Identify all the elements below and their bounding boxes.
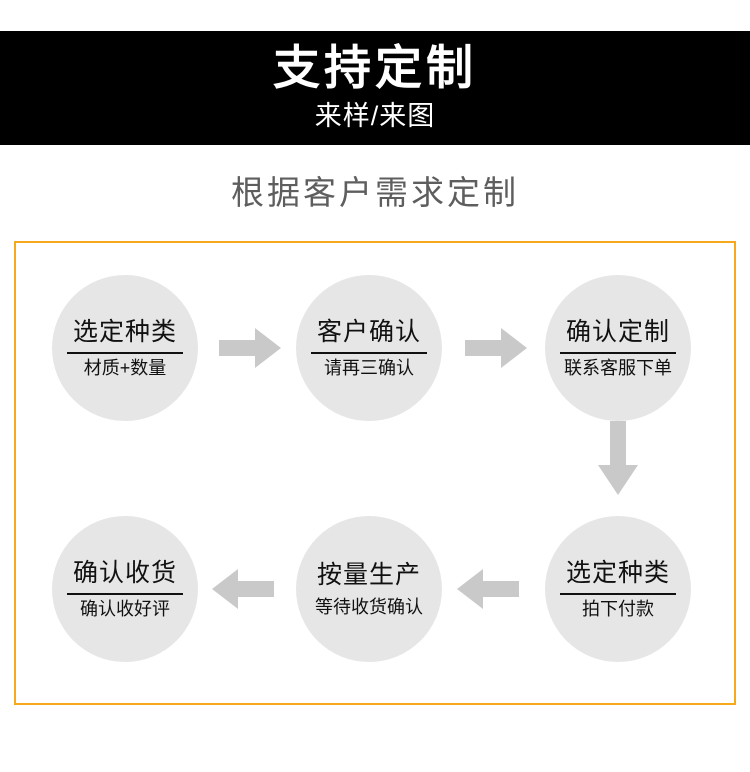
header-banner: 支持定制 来样/来图	[0, 31, 750, 145]
flow-node-title: 确认收货	[72, 558, 177, 587]
flow-node-confirm-receipt: 确认收货 确认收好评	[52, 516, 198, 662]
flow-node-subtitle: 材质+数量	[83, 357, 167, 378]
flow-node-title: 选定种类	[565, 558, 670, 587]
flow-node-subtitle: 确认收好评	[80, 598, 170, 619]
flow-node-subtitle: 联系客服下单	[564, 357, 672, 378]
flow-node-divider	[560, 351, 676, 354]
arrow-left-icon	[457, 567, 519, 611]
flow-node-title: 选定种类	[72, 317, 177, 346]
page-subtitle: 来样/来图	[314, 101, 436, 132]
flow-node-select-type-pay: 选定种类 拍下付款	[545, 516, 691, 662]
flow-node-divider	[67, 592, 183, 595]
flow-node-title: 客户确认	[316, 317, 421, 346]
arrow-left-icon	[212, 567, 274, 611]
arrow-right-icon	[465, 326, 527, 370]
flow-node-subtitle: 拍下付款	[582, 598, 654, 619]
flow-node-divider	[67, 351, 183, 354]
flow-node-select-type: 选定种类 材质+数量	[52, 275, 198, 421]
flow-node-title: 确认定制	[565, 317, 670, 346]
flow-node-confirm-custom: 确认定制 联系客服下单	[545, 275, 691, 421]
flow-node-customer-confirm: 客户确认 请再三确认	[296, 275, 442, 421]
flow-node-divider	[560, 592, 676, 595]
page-title: 支持定制	[273, 41, 477, 95]
flow-node-divider	[311, 593, 427, 595]
flow-node-subtitle: 等待收货确认	[315, 596, 423, 617]
flow-node-divider	[311, 351, 427, 354]
flow-node-subtitle: 请再三确认	[324, 357, 414, 378]
flow-node-title: 按量生产	[316, 560, 421, 589]
flow-node-production: 按量生产 等待收货确认	[296, 516, 442, 662]
arrow-down-icon	[596, 421, 640, 495]
section-heading: 根据客户需求定制	[231, 174, 519, 211]
flow-diagram-frame	[14, 241, 736, 705]
arrow-right-icon	[219, 326, 281, 370]
